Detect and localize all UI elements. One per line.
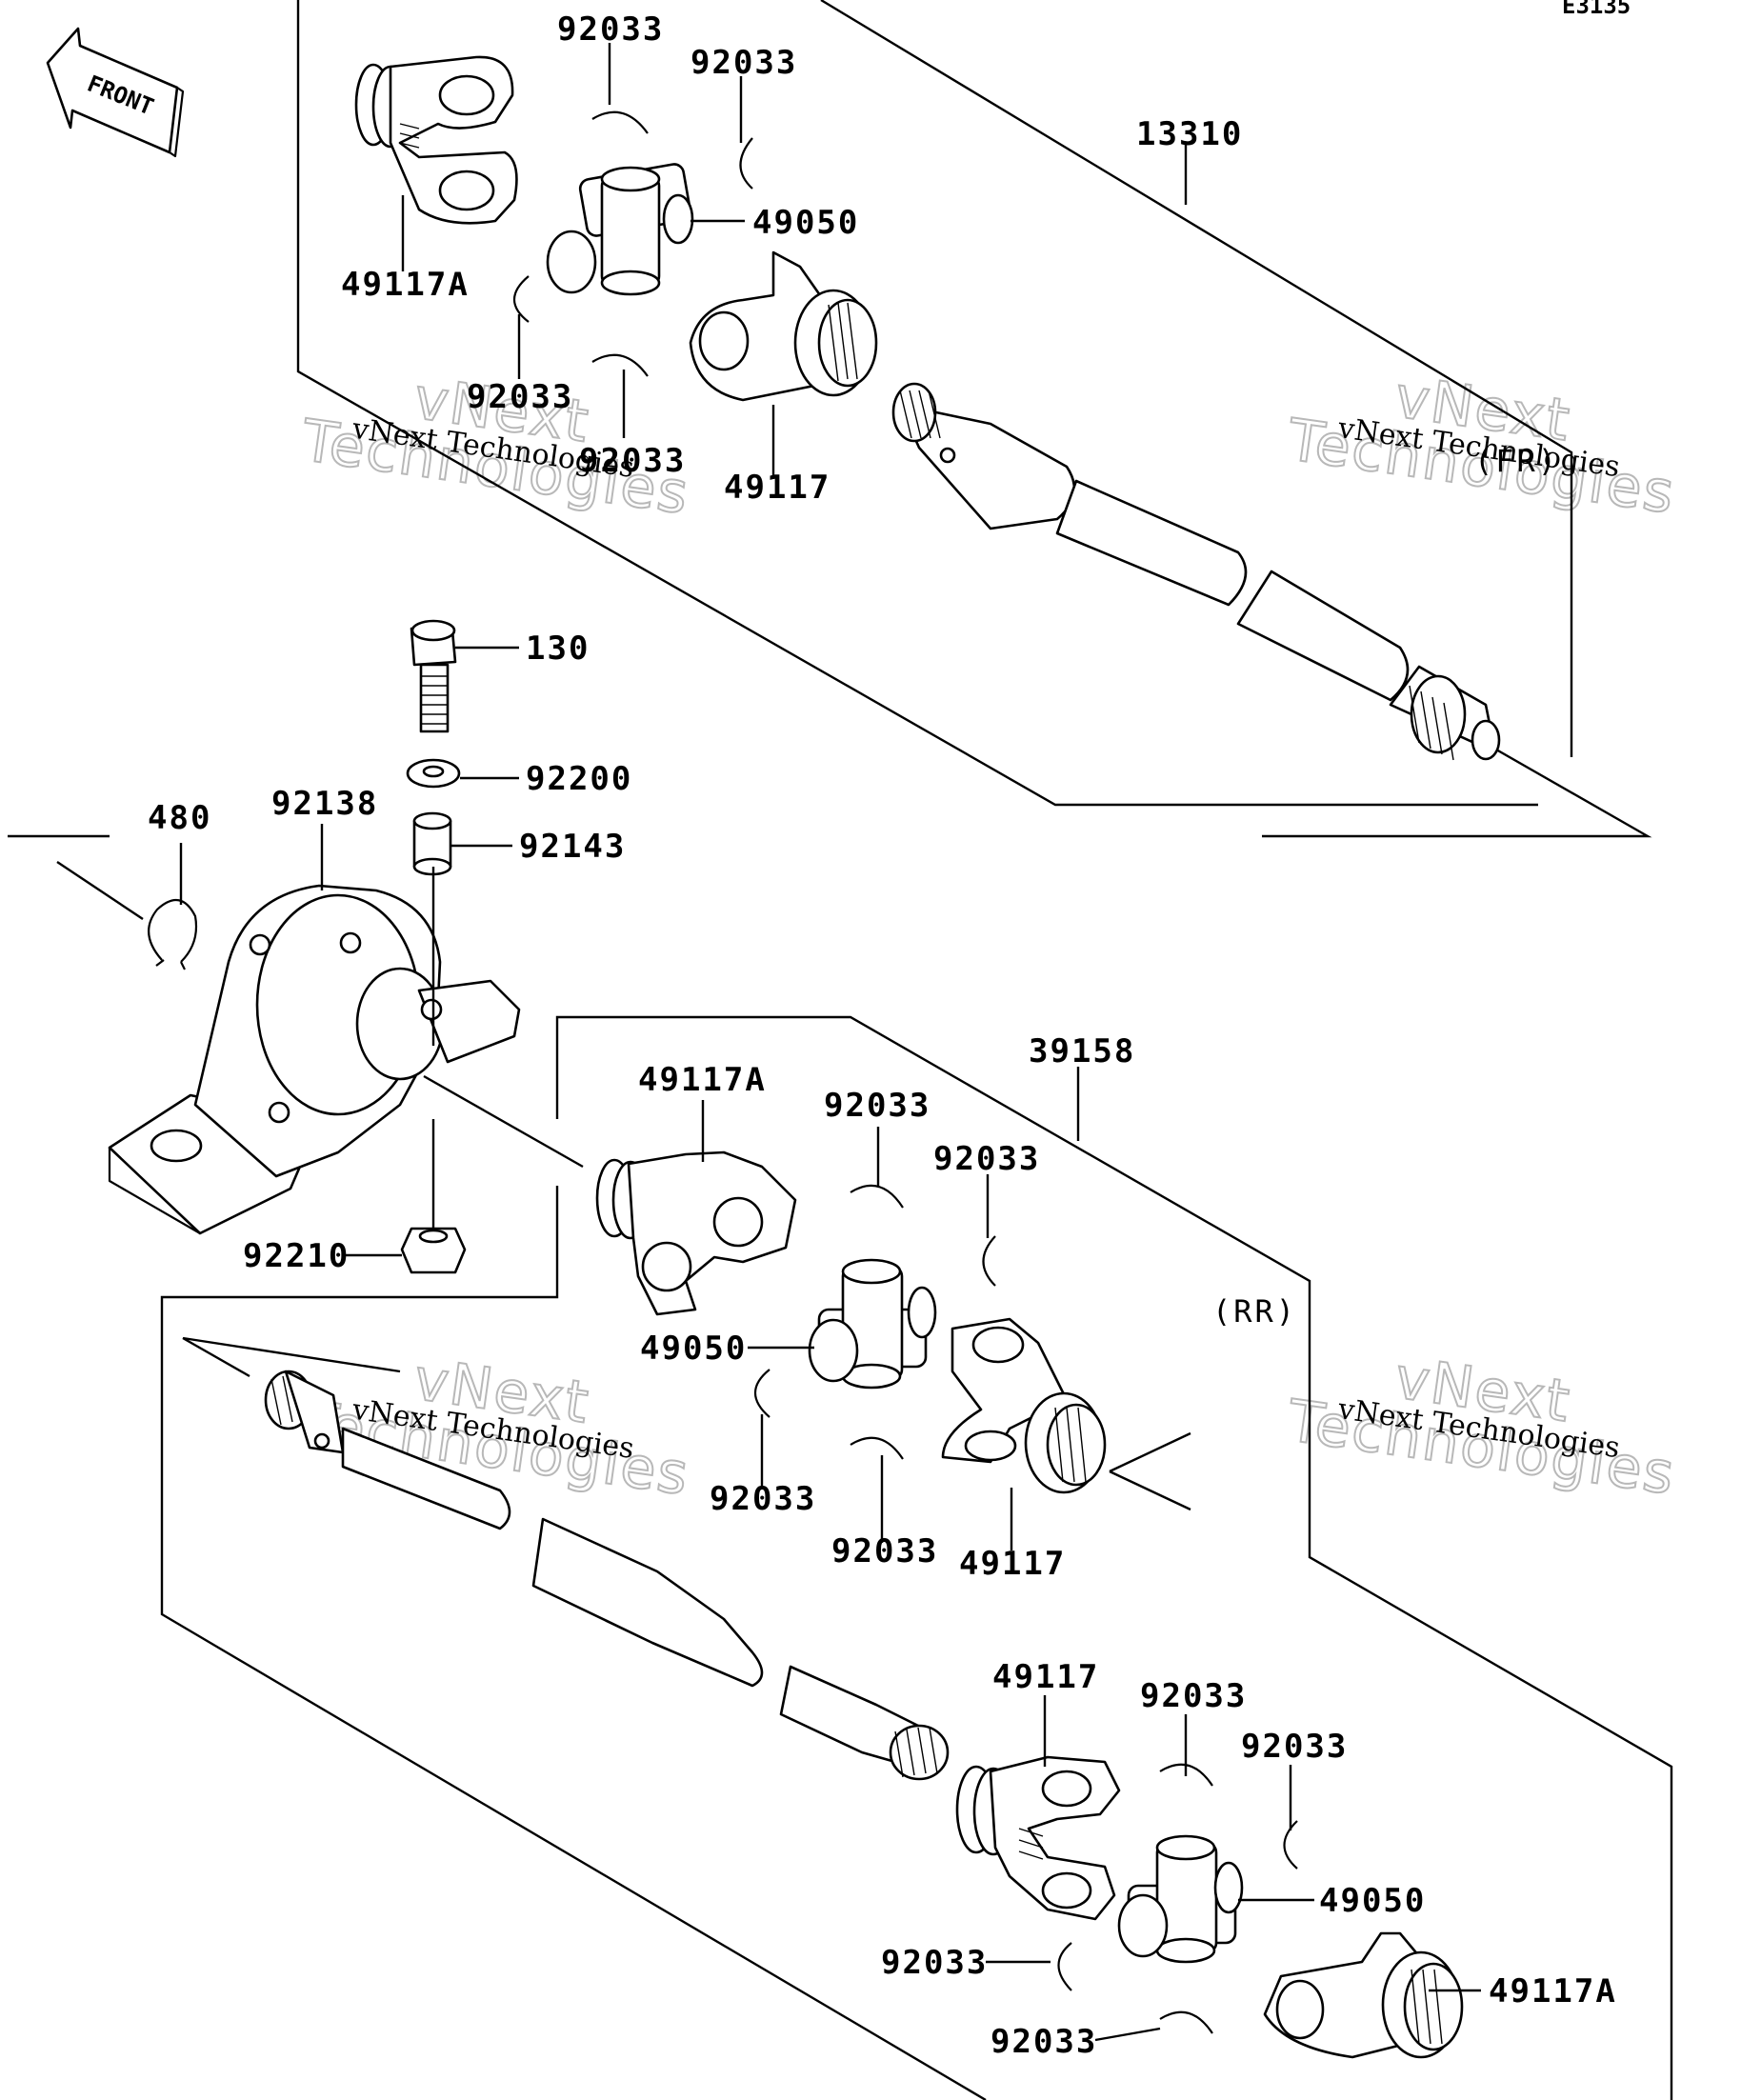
collar-label: 92143 [519, 828, 626, 866]
front-assembly-outline [296, 0, 1652, 838]
fr-shaft-13310 [891, 382, 1501, 761]
rr-clip-7-icon [1057, 1942, 1072, 1991]
rr-clip-4-label: 92033 [831, 1532, 938, 1570]
fr-clip-top-b-label: 92033 [690, 44, 797, 82]
fr-clip-bot-a-label: 92033 [467, 378, 573, 416]
diagram-code: E3135 [1562, 0, 1631, 19]
rr-clip-8-icon [1159, 2010, 1213, 2034]
rr-yoke-49117-lower [955, 1755, 1121, 1921]
washer-92200 [406, 758, 461, 789]
rr-cross-49050-upper [808, 1258, 937, 1390]
rr-clip-6-label: 92033 [1241, 1728, 1348, 1766]
circlip-label: 480 [148, 799, 211, 837]
circlip-480-icon [148, 899, 198, 970]
nut-92210 [400, 1227, 467, 1274]
rr-clip-4-icon [850, 1436, 904, 1460]
fr-shaft-label: 13310 [1136, 115, 1243, 153]
rr-clip-2-icon [982, 1235, 996, 1287]
rr-yoke-a1-label: 49117A [638, 1061, 767, 1099]
bearing-label: 92138 [271, 785, 378, 823]
rr-clip-3-label: 92033 [710, 1480, 816, 1518]
fr-yoke-49117 [689, 250, 878, 402]
fr-clip-top-a-icon [591, 110, 649, 134]
fr-cross-49050 [546, 163, 694, 296]
rr-yoke-49117-upper [941, 1317, 1107, 1494]
rr-yoke-2-label: 49117 [992, 1658, 1099, 1696]
rr-cross-1-label: 49050 [640, 1330, 747, 1368]
rr-clip-1-label: 92033 [824, 1087, 931, 1125]
rr-clip-6-icon [1283, 1820, 1298, 1870]
rr-clip-3-icon [754, 1369, 770, 1418]
collar-92143 [412, 811, 452, 876]
svg-text:vNext: vNext [1391, 364, 1575, 454]
fr-clip-top-a-label: 92033 [557, 10, 664, 49]
rr-shaft-label: 39158 [1029, 1032, 1135, 1070]
rr-clip-2-label: 92033 [933, 1140, 1040, 1178]
nut-label: 92210 [243, 1237, 350, 1275]
fr-cross-label: 49050 [752, 204, 859, 242]
leader-lines [179, 43, 1481, 2042]
watermark-bottom-right: vNext Technologies vNext Technologies [1282, 1344, 1680, 1509]
rr-yoke-a2-label: 49117A [1489, 1972, 1617, 2010]
fr-clip-bot-b-label: 92033 [579, 442, 686, 480]
fr-yoke-a-label: 49117A [341, 266, 470, 304]
bearing-92138 [108, 884, 521, 1235]
rr-yoke-1-label: 49117 [959, 1545, 1066, 1583]
rr-clip-5-label: 92033 [1140, 1677, 1247, 1715]
rr-yoke-49117a-lower [1263, 1931, 1464, 2059]
fr-clip-top-b-icon [739, 137, 753, 190]
bolt-label: 130 [526, 630, 590, 668]
rr-yoke-49117a-upper [595, 1150, 797, 1316]
bearing-axis-lines [8, 834, 1191, 1511]
rr-clip-8-label: 92033 [991, 2023, 1097, 2061]
front-arrow-icon: FRONT [46, 27, 185, 158]
section-label-rear: (RR) [1212, 1293, 1297, 1330]
rr-clip-7-label: 92033 [881, 1944, 988, 1982]
fr-yoke-49117a [354, 55, 518, 225]
rr-cross-49050-lower [1117, 1834, 1244, 1964]
section-label-front: (FR) [1474, 443, 1559, 479]
washer-label: 92200 [526, 760, 632, 798]
rr-clip-5-icon [1159, 1763, 1213, 1787]
rr-clip-1-icon [850, 1184, 904, 1209]
bolt-130 [410, 619, 457, 733]
rr-cross-2-label: 49050 [1319, 1882, 1426, 1920]
fr-clip-bot-a-icon [513, 275, 530, 323]
fr-clip-bot-b-icon [591, 353, 649, 377]
watermark-top-right: vNext Technologies vNext Technologies [1282, 363, 1680, 528]
rr-shaft-39158 [264, 1370, 950, 1781]
rear-assembly-outline [160, 1015, 1673, 2100]
fr-yoke-label: 49117 [724, 469, 830, 507]
